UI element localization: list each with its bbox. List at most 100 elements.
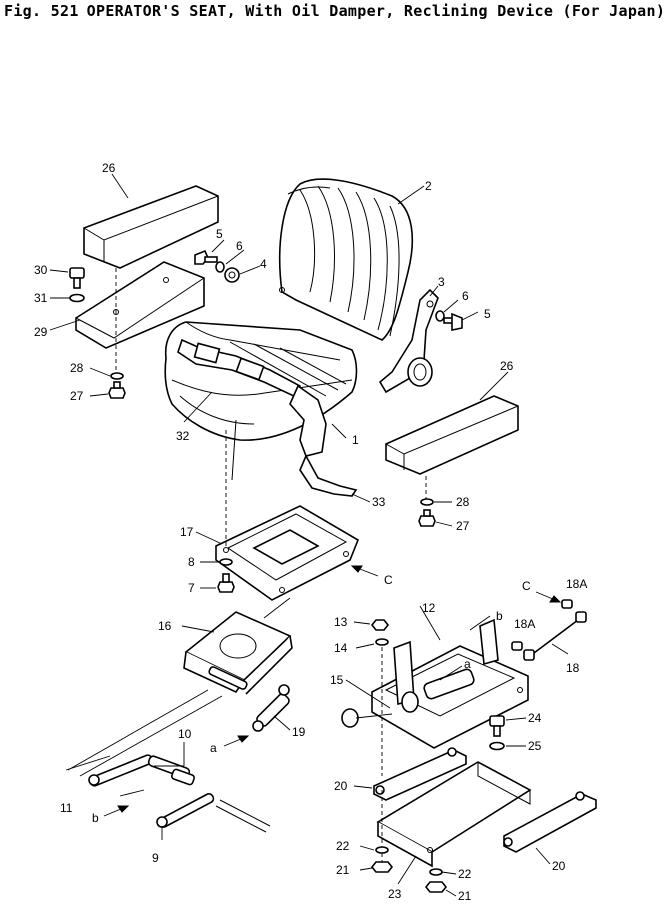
link-bar-9 bbox=[156, 792, 215, 828]
armrest-bracket-left bbox=[75, 261, 205, 349]
callout-c-right: C bbox=[522, 579, 531, 593]
slide-plate bbox=[215, 505, 359, 601]
recliner-lever bbox=[378, 288, 439, 394]
washer-25 bbox=[489, 741, 505, 751]
callout-a-left: a bbox=[210, 741, 217, 755]
callout-15: 15 bbox=[330, 673, 344, 687]
link-bar-11 bbox=[88, 754, 154, 787]
rail-20-left bbox=[373, 747, 467, 801]
washer-6-right bbox=[435, 310, 445, 322]
callout-20-left: 20 bbox=[334, 779, 348, 793]
callout-18: 18 bbox=[566, 661, 580, 675]
end-18a-top bbox=[561, 599, 573, 609]
washer-22-left bbox=[375, 846, 389, 854]
bolt-30 bbox=[69, 267, 85, 289]
oil-damper bbox=[252, 684, 290, 732]
washer-31 bbox=[69, 293, 85, 303]
callout-23: 23 bbox=[388, 887, 402, 901]
collar-4 bbox=[224, 267, 240, 283]
washer-28-left bbox=[110, 372, 124, 380]
nut-21-left bbox=[370, 861, 394, 873]
callout-27-right: 27 bbox=[456, 519, 470, 533]
callout-1: 1 bbox=[352, 433, 359, 447]
arrow-a-right bbox=[439, 665, 463, 681]
rod-9 bbox=[219, 799, 271, 827]
washer-8 bbox=[219, 558, 233, 566]
callout-30: 30 bbox=[34, 263, 48, 277]
seat-belt bbox=[177, 338, 358, 497]
callout-22-left: 22 bbox=[336, 839, 350, 853]
callout-13: 13 bbox=[334, 615, 348, 629]
callout-2: 2 bbox=[425, 179, 432, 193]
callout-9: 9 bbox=[152, 851, 159, 865]
pin-10 bbox=[147, 755, 196, 786]
figure-title: Fig. 521 OPERATOR'S SEAT, With Oil Damper… bbox=[4, 2, 668, 20]
leader-lines bbox=[49, 173, 569, 897]
seat-back bbox=[278, 178, 414, 341]
figure-caption: OPERATOR'S SEAT, With Oil Damper, Reclin… bbox=[86, 2, 666, 20]
callout-16: 16 bbox=[158, 619, 172, 633]
callout-6-left: 6 bbox=[236, 239, 243, 253]
callout-26-right: 26 bbox=[500, 359, 514, 373]
callout-6-right: 6 bbox=[462, 289, 469, 303]
end-18a-mid bbox=[511, 641, 523, 651]
callout-b-left: b bbox=[92, 811, 99, 825]
bolt-24 bbox=[489, 715, 505, 737]
bolt-5-right bbox=[443, 312, 463, 331]
figure-number: Fig. 521 bbox=[4, 2, 79, 20]
callout-5-right: 5 bbox=[484, 307, 491, 321]
callout-24: 24 bbox=[528, 711, 542, 725]
cable-18 bbox=[523, 611, 587, 661]
callout-32: 32 bbox=[176, 429, 190, 443]
callout-5-left: 5 bbox=[216, 227, 223, 241]
arrow-c-right bbox=[535, 591, 562, 603]
callout-17: 17 bbox=[180, 525, 194, 539]
bolt-27-right bbox=[418, 509, 436, 527]
callout-28-right: 28 bbox=[456, 495, 470, 509]
callout-7: 7 bbox=[188, 581, 195, 595]
washer-6-left bbox=[215, 261, 225, 273]
bolt-5-left bbox=[194, 249, 218, 265]
callout-28-left: 28 bbox=[70, 361, 84, 375]
arrow-b-right bbox=[469, 615, 491, 631]
callout-21-left: 21 bbox=[336, 863, 350, 877]
callout-31: 31 bbox=[34, 291, 48, 305]
callout-20-right: 20 bbox=[552, 859, 566, 873]
callout-b-right: b bbox=[496, 609, 503, 623]
base-plate-23 bbox=[376, 761, 532, 868]
callout-3: 3 bbox=[438, 275, 445, 289]
callout-27-left: 27 bbox=[70, 389, 84, 403]
callout-26-left: 26 bbox=[102, 161, 116, 175]
callout-18a-top: 18A bbox=[566, 577, 587, 591]
callout-11: 11 bbox=[60, 801, 73, 815]
callout-a-right: a bbox=[464, 657, 471, 671]
rail-20-right bbox=[503, 791, 597, 853]
washer-14 bbox=[375, 638, 389, 646]
callout-19: 19 bbox=[292, 725, 306, 739]
callout-10: 10 bbox=[178, 727, 192, 741]
nut-21-right bbox=[424, 881, 448, 893]
callout-12: 12 bbox=[422, 601, 436, 615]
callout-25: 25 bbox=[528, 739, 542, 753]
bolt-27-left bbox=[108, 381, 126, 399]
arrow-a-left bbox=[223, 735, 250, 747]
callout-21-right: 21 bbox=[458, 889, 472, 903]
washer-28-right bbox=[420, 498, 434, 506]
washer-22-right bbox=[429, 868, 443, 876]
callout-labels: 26 2 5 6 4 30 31 29 3 6 5 28 27 26 32 1 … bbox=[34, 161, 587, 903]
knob-15 bbox=[341, 708, 359, 728]
callout-18a-mid: 18A bbox=[514, 617, 535, 631]
bolt-7 bbox=[217, 573, 235, 593]
callout-22-right: 22 bbox=[458, 867, 472, 881]
nut-13 bbox=[370, 619, 390, 631]
callout-8: 8 bbox=[188, 555, 195, 569]
callout-33: 33 bbox=[372, 495, 386, 509]
recliner-base bbox=[371, 618, 529, 749]
callout-14: 14 bbox=[334, 641, 348, 655]
armrest-right bbox=[385, 395, 519, 475]
arrow-b-left bbox=[103, 805, 130, 817]
armrest-left bbox=[83, 185, 219, 269]
suspension-frame bbox=[183, 611, 293, 695]
callout-c-left: C bbox=[384, 573, 393, 587]
